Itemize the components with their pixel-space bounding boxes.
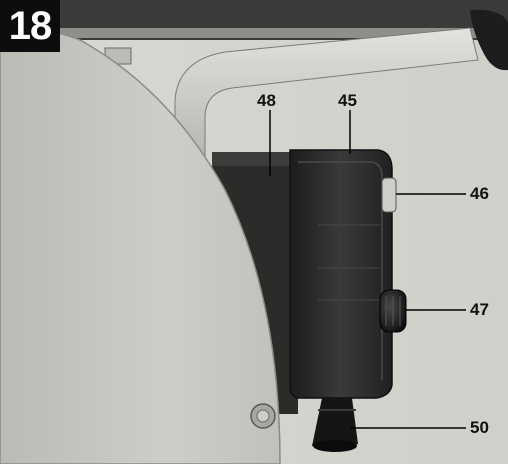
callout-45: 45 — [338, 91, 357, 110]
callout-47: 47 — [470, 300, 489, 319]
curved-tube — [174, 27, 479, 201]
callout-50: 50 — [470, 418, 489, 437]
callout-46: 46 — [470, 184, 489, 203]
frame-handle-end — [470, 9, 508, 71]
on-off-switch — [381, 177, 397, 213]
callout-48: 48 — [257, 91, 276, 110]
switch-box — [289, 149, 393, 399]
figure-number-badge: 18 — [0, 0, 60, 52]
